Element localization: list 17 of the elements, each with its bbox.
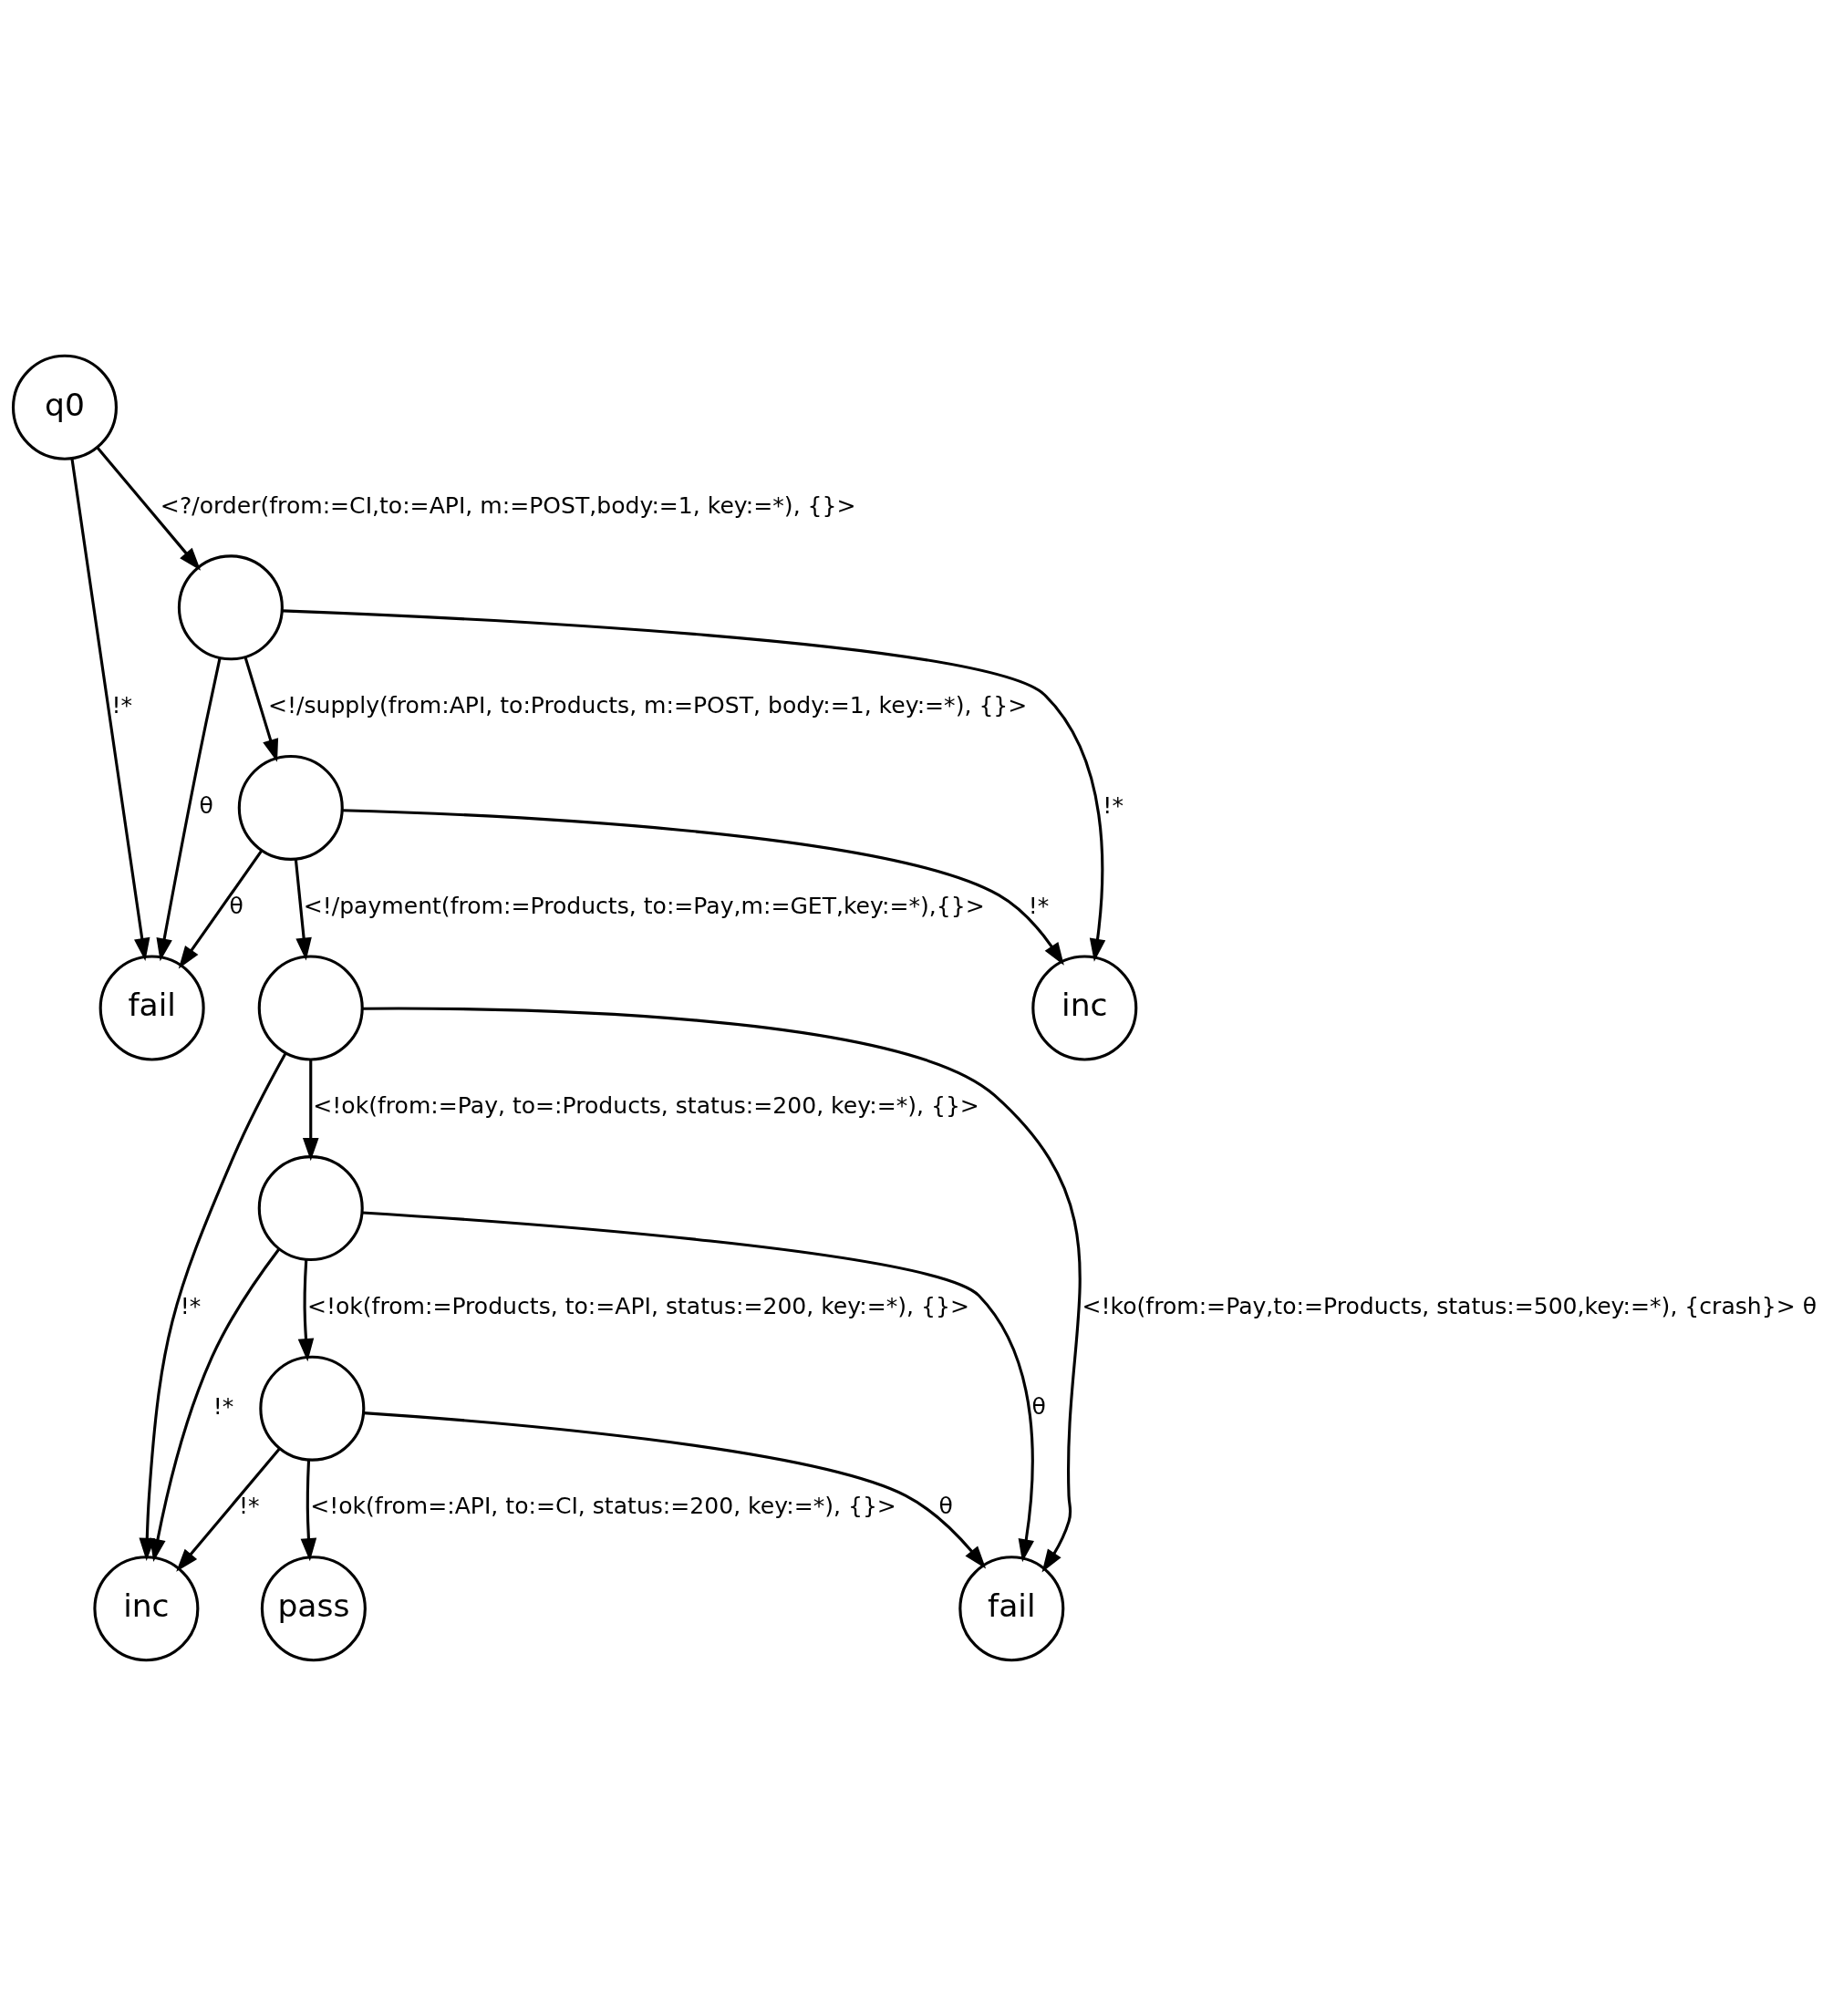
edge-label: !*: [111, 692, 133, 719]
edge-label: <!ok(from:=Products, to:=API, status:=200, key:=*), {}>: [306, 1292, 969, 1319]
edge-label: <!/payment(from:=Products, to:=Pay,m:=GET,key:=*),{}>: [303, 892, 985, 919]
edge-label: <!ok(from=:API, to:=CI, status:=200, key:=*), {}>: [310, 1493, 896, 1520]
edge-label: θ: [1031, 1392, 1046, 1420]
edge-label: <!ko(from:=Pay,to:=Products, status:=500,key:=*), {crash}> θ: [1082, 1292, 1817, 1319]
edge-label: <?/order(from:=CI,to:=API, m:=POST,body:=1, key:=*), {}>: [160, 491, 856, 519]
edge-label: !*: [1028, 892, 1050, 919]
edge-label: !*: [212, 1392, 234, 1420]
edge-label: <!/supply(from:API, to:Products, m:=POST, body:=1, key:=*), {}>: [267, 692, 1028, 719]
edge-label: θ: [229, 892, 243, 919]
edge-label: !*: [1103, 791, 1124, 819]
edge-label: !*: [239, 1493, 260, 1520]
edge-label: θ: [199, 791, 213, 819]
edge-label: θ: [938, 1493, 953, 1520]
edge-label: !*: [180, 1292, 202, 1319]
edge-label: <!ok(from:=Pay, to=:Products, status:=200, key:=*), {}>: [313, 1092, 979, 1120]
